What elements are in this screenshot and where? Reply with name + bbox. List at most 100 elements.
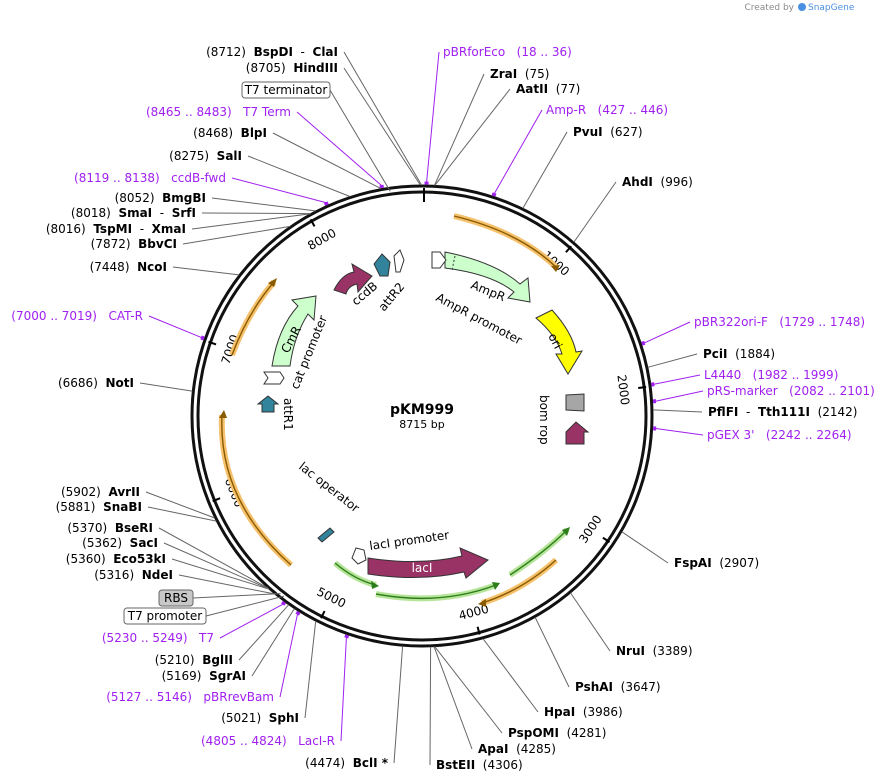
feature-ampr[interactable] bbox=[444, 251, 531, 303]
restriction-site[interactable]: (8705) HindIII bbox=[246, 61, 421, 186]
site-label: (5881) SnaBI bbox=[56, 500, 142, 514]
credit-brand: SnapGene bbox=[808, 3, 855, 13]
feature-laci-promoter[interactable] bbox=[351, 547, 367, 565]
restriction-site[interactable]: NruI (3389) bbox=[570, 592, 693, 658]
restriction-site[interactable]: AhdI (996) bbox=[573, 175, 693, 243]
restriction-site[interactable]: (4474) BclI * bbox=[305, 646, 404, 770]
feature-rop[interactable] bbox=[565, 421, 590, 445]
restriction-site[interactable]: PciI (1884) bbox=[647, 347, 775, 368]
feature-ori[interactable] bbox=[535, 309, 583, 375]
primer[interactable]: (7000 .. 7019) CAT-R bbox=[11, 309, 205, 341]
primer[interactable]: (5230 .. 5249) T7 bbox=[102, 600, 287, 645]
site-name: SmaI bbox=[118, 206, 152, 220]
tick-label: 3000 bbox=[576, 513, 605, 546]
restriction-site[interactable]: BstEII (4306) bbox=[429, 646, 523, 772]
site-name-2: SrfI bbox=[172, 206, 196, 220]
primer[interactable]: (5127 .. 5146) pBRrevBam bbox=[106, 610, 301, 704]
primer-mark bbox=[200, 335, 205, 341]
site-position: (5169) bbox=[162, 669, 210, 683]
primer[interactable]: pBR322ori-F (1729 .. 1748) bbox=[641, 315, 865, 346]
tick-label: 5000 bbox=[314, 585, 348, 611]
restriction-site[interactable]: PshAI (3647) bbox=[534, 617, 661, 694]
restriction-site[interactable]: (5881) SnaBI bbox=[56, 500, 217, 522]
site-name: HpaI bbox=[544, 705, 575, 719]
primer-name: pBRrevBam bbox=[203, 690, 274, 704]
leader-line bbox=[621, 531, 669, 564]
primer[interactable]: L4440 (1982 .. 1999) bbox=[651, 368, 839, 387]
site-name: SgrAI bbox=[209, 669, 246, 683]
primer[interactable]: pRS-marker (2082 .. 2101) bbox=[652, 384, 875, 404]
primer-mark bbox=[323, 201, 329, 206]
restriction-site[interactable]: (5370) BseRI bbox=[67, 521, 269, 589]
restriction-site[interactable]: HpaI (3986) bbox=[482, 638, 623, 719]
restriction-site[interactable]: (5316) NdeI bbox=[94, 568, 275, 595]
boxed-feature-label[interactable]: T7 terminator bbox=[241, 81, 391, 192]
restriction-site[interactable]: (5169) SgrAI bbox=[162, 608, 295, 683]
restriction-site[interactable]: (8468) BlpI bbox=[193, 126, 382, 190]
site-name: ZraI bbox=[490, 67, 517, 81]
leader-line bbox=[304, 621, 317, 719]
primer-mark bbox=[641, 340, 646, 346]
primer[interactable]: Amp-R (427 .. 446) bbox=[491, 103, 668, 197]
restriction-site[interactable]: (8712) BspDI - ClaI bbox=[206, 45, 422, 186]
leader-line bbox=[272, 132, 382, 190]
leader-line bbox=[296, 111, 382, 186]
restriction-site[interactable]: (8052) BmgBI bbox=[115, 191, 316, 212]
primer[interactable]: (4805 .. 4824) LacI-R bbox=[201, 634, 350, 748]
site-name: PciI bbox=[703, 347, 728, 361]
restriction-site[interactable]: (5360) Eco53kI bbox=[66, 552, 270, 590]
restriction-site[interactable]: (6686) NotI bbox=[58, 376, 193, 392]
restriction-site[interactable]: PspOMI (4281) bbox=[434, 646, 607, 740]
site-label: (8018) SmaI - SrfI bbox=[71, 206, 196, 220]
feature-ampr-promoter[interactable] bbox=[431, 251, 447, 269]
restriction-site[interactable]: PvuI (627) bbox=[522, 125, 643, 209]
restriction-site[interactable]: PflFI - Tth111I (2142) bbox=[652, 405, 858, 419]
feature-laci[interactable] bbox=[367, 547, 489, 579]
primer-name: LacI-R bbox=[298, 734, 335, 748]
feature-cmr[interactable] bbox=[271, 295, 317, 367]
orf-arcs bbox=[218, 213, 570, 607]
restriction-site[interactable]: (5210) BglII bbox=[155, 604, 290, 667]
restriction-site[interactable]: ApaI (4285) bbox=[433, 646, 556, 756]
restriction-site[interactable]: (8018) SmaI - SrfI bbox=[71, 206, 311, 220]
site-name: BglII bbox=[202, 653, 233, 667]
feature-bom[interactable] bbox=[565, 393, 585, 412]
site-position: (7448) bbox=[90, 260, 138, 274]
restriction-site[interactable]: (7448) NcoI bbox=[90, 260, 240, 276]
label-box bbox=[241, 81, 331, 99]
feature-attr1[interactable] bbox=[256, 395, 280, 413]
restriction-site[interactable]: (7872) BbvCI bbox=[91, 225, 291, 251]
primer[interactable]: pBRforEco (18 .. 36) bbox=[424, 45, 572, 185]
feature-cat-promoter[interactable] bbox=[263, 371, 285, 385]
restriction-site[interactable]: (8016) TspMI - XmaI bbox=[46, 213, 311, 236]
restriction-site[interactable]: (5362) SacI bbox=[82, 536, 270, 590]
restriction-site[interactable]: (8275) SalI bbox=[169, 149, 351, 197]
feature-ccdb[interactable] bbox=[333, 262, 373, 295]
leader-line bbox=[429, 646, 432, 766]
restriction-site[interactable]: FspAI (2907) bbox=[621, 531, 759, 570]
site-label: (5169) SgrAI bbox=[162, 669, 246, 683]
site-position: (8705) bbox=[246, 61, 294, 75]
restriction-site[interactable]: (5902) AvrII bbox=[61, 485, 215, 519]
restriction-site[interactable]: ZraI (75) bbox=[434, 67, 550, 186]
primer[interactable]: (8119 .. 8138) ccdB-fwd bbox=[74, 171, 329, 206]
primer[interactable]: pGEX 3' (2242 .. 2264) bbox=[653, 426, 852, 442]
feature-attr2[interactable] bbox=[373, 249, 405, 277]
boxed-label-text: T7 promoter bbox=[127, 609, 203, 623]
leader-line bbox=[192, 593, 281, 599]
site-label: (5370) BseRI bbox=[67, 521, 153, 535]
site-position: (2142) bbox=[810, 405, 858, 419]
primer-name: pBRforEco bbox=[443, 45, 505, 59]
feature-lac-operator[interactable] bbox=[317, 527, 335, 543]
primer[interactable]: (8465 .. 8483) T7 Term bbox=[146, 105, 384, 189]
restriction-site[interactable]: AatII (77) bbox=[434, 82, 581, 186]
restriction-site[interactable]: (5021) SphI bbox=[221, 621, 317, 725]
boxed-feature-label[interactable]: T7 promoter bbox=[123, 595, 285, 625]
site-position: (4285) bbox=[508, 742, 556, 756]
tick-mark bbox=[320, 610, 326, 619]
leader-line bbox=[158, 527, 269, 589]
boxed-feature-label[interactable]: RBS bbox=[158, 589, 281, 607]
site-name: PvuI bbox=[573, 125, 603, 139]
